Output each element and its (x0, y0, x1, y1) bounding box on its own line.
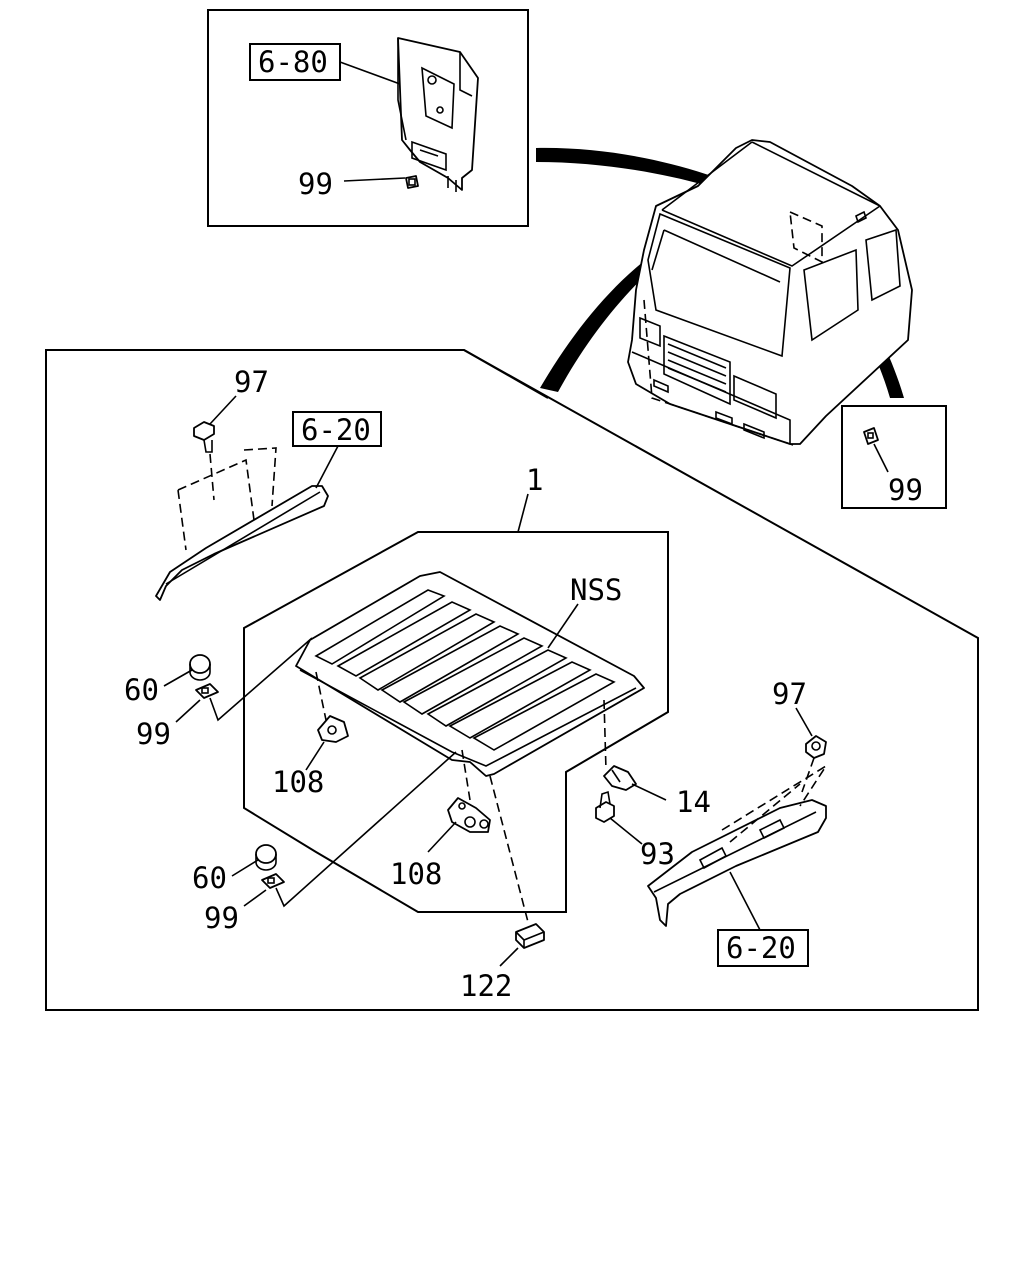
bolt-icon (805, 735, 827, 759)
left-60-upper-label: 60 (124, 673, 159, 707)
bolt-icon (193, 421, 215, 453)
main-frame (45, 349, 979, 1011)
cap-60-upper (189, 654, 211, 681)
left-60-lower-label: 60 (192, 861, 227, 895)
truck-cab-illustration (627, 139, 913, 447)
right-93-label: 93 (640, 837, 675, 871)
left-upper-trim (155, 421, 329, 601)
clip-nut-icon (863, 427, 879, 445)
right-trim (647, 735, 827, 927)
assembly-outline (243, 531, 669, 913)
locator-swoops (536, 147, 904, 398)
pad-122 (515, 923, 545, 949)
headliner-panel (295, 571, 645, 777)
bottom-122-label: 122 (460, 969, 512, 1003)
left-108-label: 108 (272, 765, 324, 799)
center-108-label: 108 (390, 857, 442, 891)
left-99-upper-label: 99 (136, 717, 171, 751)
right-97-label: 97 (772, 677, 807, 711)
inset-bracket-detail: 6-80 99 (207, 9, 529, 227)
left-99-lower-label: 99 (204, 901, 239, 935)
cap-60-lower (255, 844, 277, 871)
clip-nut-icon (405, 175, 419, 189)
clip-14 (603, 765, 637, 791)
pillar-bracket-part (397, 37, 479, 192)
part-1-label: 1 (526, 463, 543, 497)
inset-top-99-label: 99 (298, 167, 333, 201)
bracket-108-center (447, 797, 491, 833)
bracket-108-left (317, 715, 349, 743)
inset-right-99-label: 99 (888, 473, 923, 507)
right-ref-6-20-label: 6-20 (726, 931, 796, 965)
nss-label: NSS (570, 573, 622, 607)
clip-nut-icon (195, 683, 219, 699)
ref-6-80-label: 6-80 (258, 45, 328, 79)
left-97-label: 97 (234, 365, 269, 399)
bolt-icon (595, 790, 615, 823)
clip-nut-icon (261, 873, 285, 889)
right-14-label: 14 (676, 785, 711, 819)
left-ref-6-20-label: 6-20 (301, 413, 371, 447)
headliner-ribs (314, 589, 616, 751)
inset-clip-detail: 99 (841, 405, 947, 509)
